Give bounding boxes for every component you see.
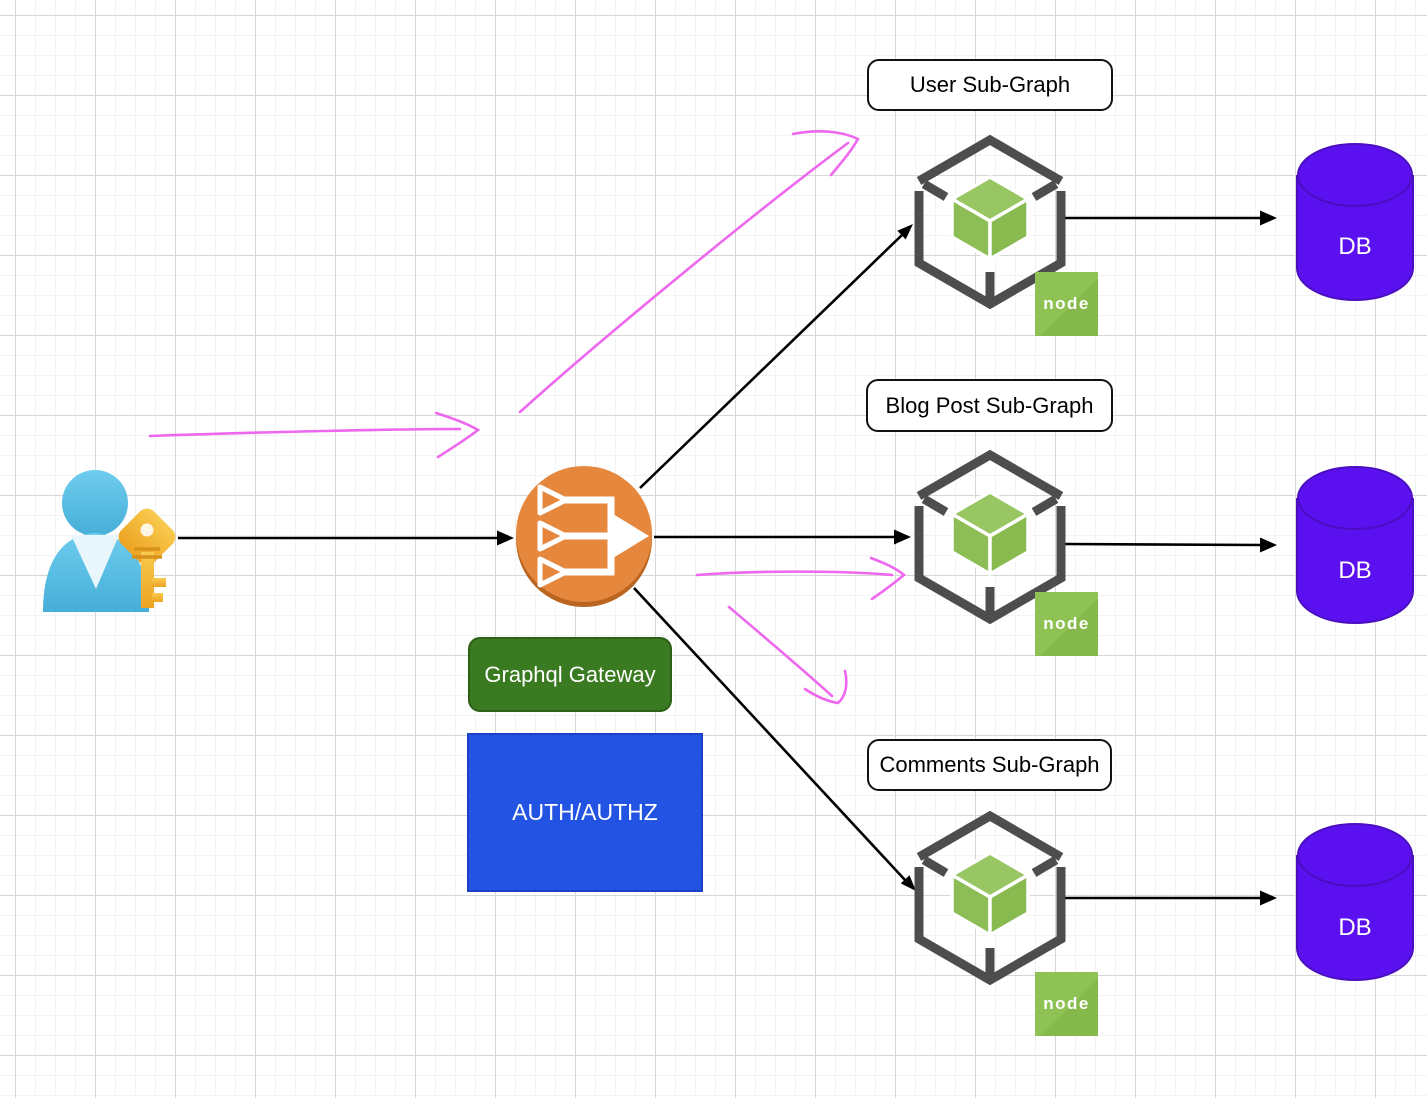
- gateway-label-text: Graphql Gateway: [484, 661, 656, 687]
- nodejs-badge: node: [1035, 272, 1098, 336]
- user-subgraph-label-text: User Sub-Graph: [909, 72, 1071, 97]
- nodejs-badge-text: node: [1043, 994, 1090, 1013]
- user-db-label: DB: [1297, 231, 1413, 263]
- nodejs-badge: node: [1035, 972, 1098, 1036]
- db-text: DB: [1338, 233, 1372, 260]
- user-icon: [43, 470, 176, 612]
- db-text: DB: [1338, 914, 1372, 941]
- gateway-icon: [516, 466, 652, 607]
- black-arrowheads: [497, 210, 1277, 906]
- edge-gateway-to-user-subgraph: [639, 234, 903, 489]
- blog-subgraph-label-text: Blog Post Sub-Graph: [885, 392, 1094, 418]
- comments-subgraph-node: [919, 816, 1061, 980]
- comments-subgraph-label: Comments Sub-Graph: [867, 739, 1112, 791]
- auth-box: AUTH/AUTHZ: [467, 733, 703, 892]
- user-db-cylinder: [1296, 143, 1414, 301]
- key-icon: [118, 508, 176, 608]
- pink-annotation-arrows: [148, 129, 907, 705]
- nodejs-badge: node: [1035, 592, 1098, 656]
- gateway-label: Graphql Gateway: [468, 637, 672, 712]
- blog-subgraph-label: Blog Post Sub-Graph: [866, 379, 1113, 432]
- blog-db-label: DB: [1297, 555, 1413, 587]
- edge-blog-subgraph-to-db: [1062, 542, 1263, 547]
- pink-arrow-to-blog-subgraph: [695, 556, 907, 601]
- comments-db-label: DB: [1297, 912, 1413, 944]
- db-text: DB: [1338, 557, 1372, 584]
- pink-arrow-to-comments-subgraph: [727, 605, 848, 705]
- black-connector-edges: [178, 216, 1263, 900]
- pink-arrow-to-user-subgraph: [518, 129, 860, 414]
- edge-gateway-to-comments-subgraph: [633, 587, 906, 881]
- auth-box-text: AUTH/AUTHZ: [512, 799, 658, 825]
- blog-db-cylinder: [1296, 466, 1414, 624]
- comments-db-cylinder: [1296, 823, 1414, 981]
- nodejs-badge-text: node: [1043, 614, 1090, 633]
- user-subgraph-label: User Sub-Graph: [867, 59, 1113, 111]
- pink-arrow-to-gateway: [148, 411, 481, 459]
- comments-subgraph-label-text: Comments Sub-Graph: [879, 752, 1100, 777]
- nodejs-badge-text: node: [1043, 294, 1090, 313]
